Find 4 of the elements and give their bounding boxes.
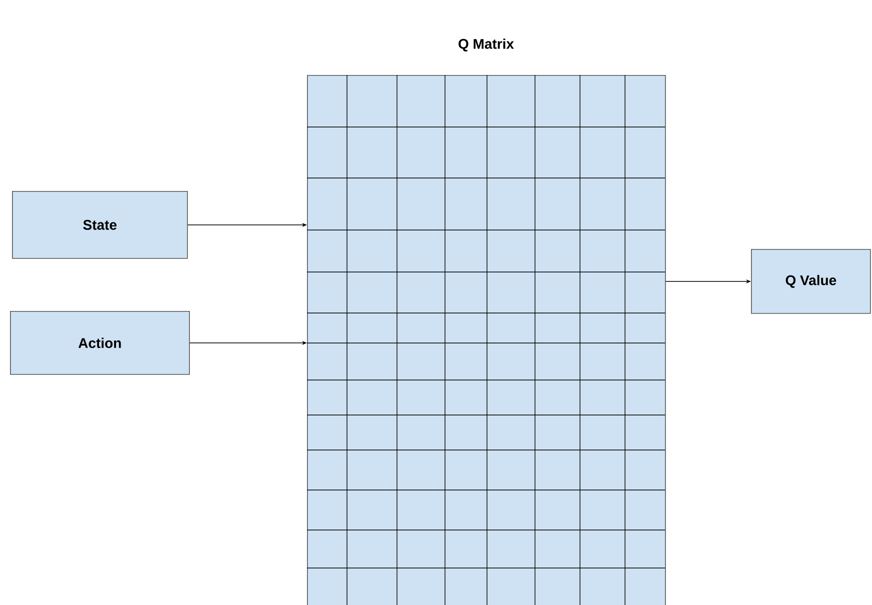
matrix-title: Q Matrix [458,38,514,52]
label-box: Q Value [751,249,871,314]
label-box: State [12,191,188,259]
label-box: Action [10,311,190,375]
